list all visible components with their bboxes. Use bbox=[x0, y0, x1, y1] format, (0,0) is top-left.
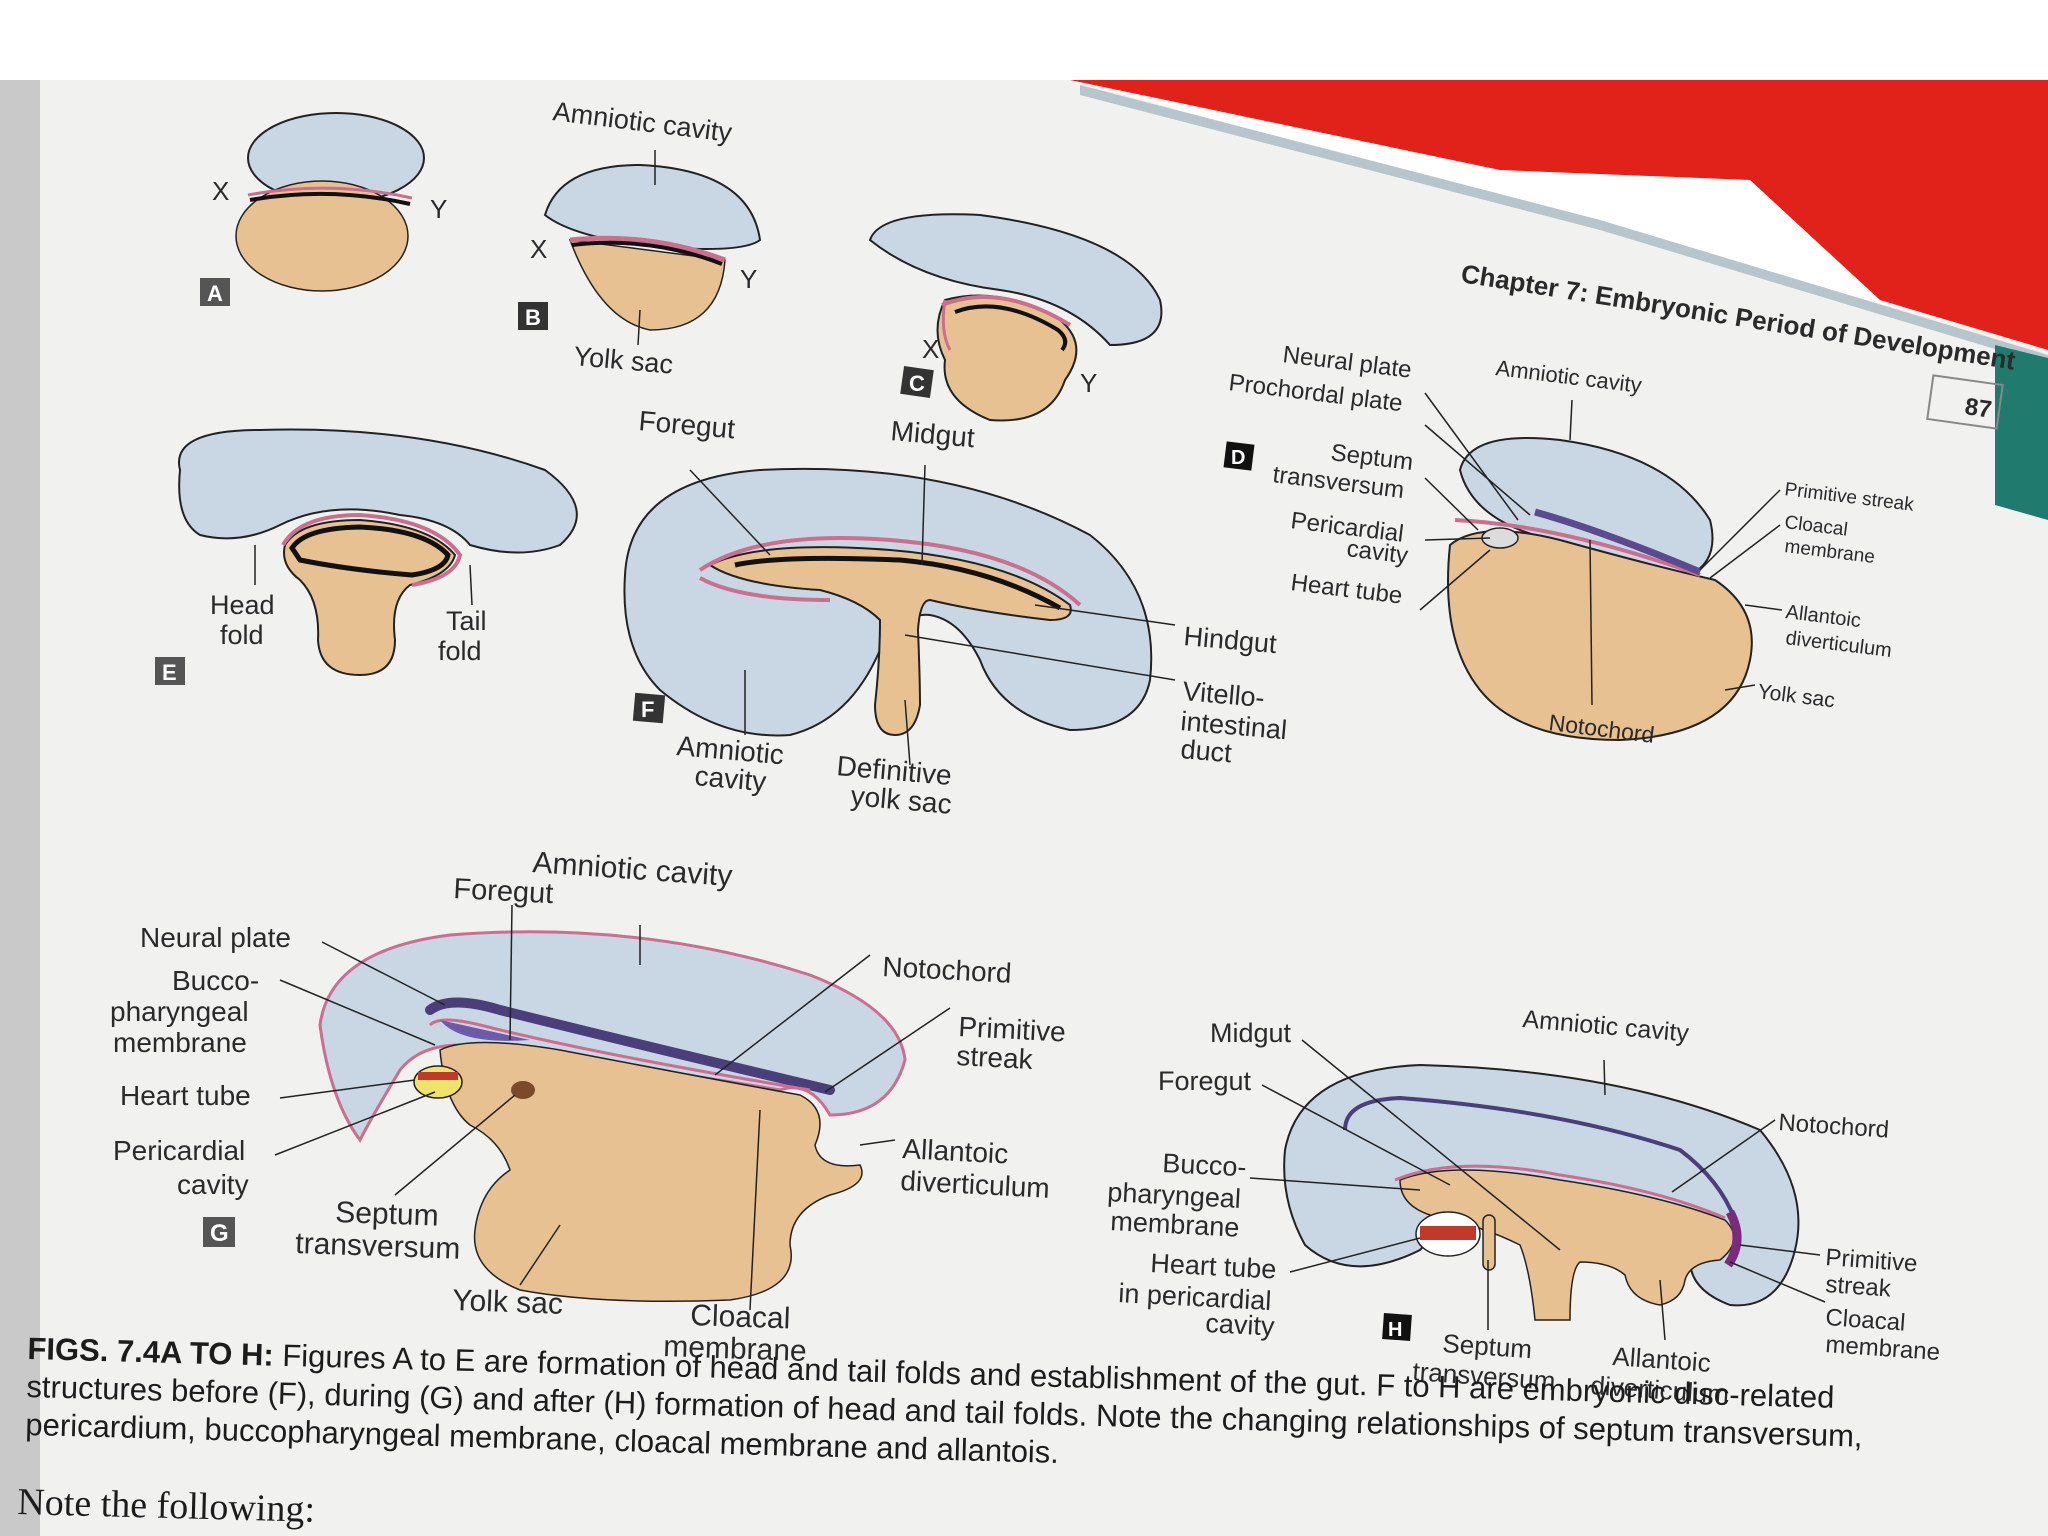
svg-text:Tail: Tail bbox=[446, 606, 487, 636]
svg-text:duct: duct bbox=[1179, 734, 1233, 768]
svg-text:pharyngeal: pharyngeal bbox=[110, 996, 249, 1027]
note-heading: Note the following: bbox=[16, 1480, 316, 1531]
panel-letter-f: F bbox=[641, 697, 654, 722]
panel-letter-g: G bbox=[210, 1220, 229, 1247]
panel-e: Head fold Tail fold E bbox=[155, 428, 578, 685]
svg-text:Foregut: Foregut bbox=[1158, 1066, 1252, 1096]
svg-text:fold: fold bbox=[438, 636, 482, 666]
svg-text:streak: streak bbox=[1825, 1271, 1893, 1303]
svg-text:Y: Y bbox=[1080, 368, 1097, 398]
svg-text:Y: Y bbox=[430, 194, 447, 224]
svg-text:membrane: membrane bbox=[663, 1330, 807, 1368]
svg-text:transversum: transversum bbox=[295, 1227, 461, 1266]
panel-g: Amniotic cavity Foregut Neural plate Buc… bbox=[110, 846, 1067, 1368]
svg-text:cavity: cavity bbox=[177, 1169, 249, 1200]
book-edge bbox=[0, 80, 45, 1536]
svg-text:Cloacal: Cloacal bbox=[1825, 1304, 1907, 1337]
svg-text:Pericardial: Pericardial bbox=[113, 1135, 245, 1166]
panel-d: Neural plate Prochordal plate Septum tra… bbox=[1223, 341, 1915, 748]
svg-text:Neural plate: Neural plate bbox=[140, 922, 291, 953]
svg-text:Cloacal: Cloacal bbox=[690, 1299, 791, 1335]
svg-text:cavity: cavity bbox=[693, 760, 767, 797]
svg-text:Septum: Septum bbox=[335, 1196, 439, 1233]
svg-text:cavity: cavity bbox=[1205, 1308, 1276, 1342]
panel-letter-b: B bbox=[525, 305, 541, 330]
svg-text:Primitive: Primitive bbox=[958, 1011, 1067, 1048]
svg-text:Foregut: Foregut bbox=[453, 873, 554, 910]
svg-text:membrane: membrane bbox=[113, 1027, 247, 1058]
panel-letter-d: D bbox=[1231, 447, 1245, 469]
svg-text:Head: Head bbox=[210, 590, 275, 620]
panel-letter-c: C bbox=[909, 371, 925, 396]
red-fabric bbox=[1070, 80, 2048, 350]
svg-text:Yolk sac: Yolk sac bbox=[452, 1284, 564, 1321]
svg-text:Primitive: Primitive bbox=[1825, 1244, 1919, 1277]
panel-letter-a: A bbox=[207, 281, 223, 306]
svg-text:pharyngeal: pharyngeal bbox=[1107, 1177, 1242, 1214]
svg-text:Midgut: Midgut bbox=[889, 415, 976, 453]
page-number: 87 bbox=[1963, 393, 1993, 423]
panel-letter-e: E bbox=[162, 660, 177, 685]
panel-letter-h: H bbox=[1388, 1319, 1402, 1341]
svg-text:Midgut: Midgut bbox=[1210, 1018, 1292, 1048]
panel-a: X Y A bbox=[200, 112, 447, 306]
svg-text:Heart tube: Heart tube bbox=[120, 1080, 251, 1111]
svg-text:streak: streak bbox=[956, 1040, 1035, 1075]
svg-text:Heart tube: Heart tube bbox=[1150, 1248, 1277, 1285]
svg-text:Y: Y bbox=[740, 264, 757, 294]
svg-text:Bucco-: Bucco- bbox=[172, 965, 259, 996]
caption-title: FIGS. 7.4A TO H: bbox=[27, 1330, 275, 1373]
panel-f: Foregut Midgut Hindgut Vitello- intestin… bbox=[623, 405, 1288, 820]
svg-text:membrane: membrane bbox=[1110, 1206, 1240, 1243]
svg-text:X: X bbox=[212, 176, 229, 206]
svg-text:Vitello-: Vitello- bbox=[1181, 676, 1265, 713]
svg-text:fold: fold bbox=[220, 620, 264, 650]
svg-text:Allantoic: Allantoic bbox=[902, 1133, 1009, 1169]
svg-text:Septum: Septum bbox=[1442, 1328, 1533, 1364]
teal-edge-tab bbox=[1995, 345, 2048, 520]
svg-text:Notochord: Notochord bbox=[882, 951, 1013, 989]
panel-c: X Y C bbox=[868, 213, 1163, 422]
svg-text:Bucco-: Bucco- bbox=[1162, 1148, 1248, 1182]
svg-text:X: X bbox=[530, 234, 547, 264]
svg-text:X: X bbox=[922, 334, 939, 364]
svg-text:Allantoic: Allantoic bbox=[1612, 1341, 1712, 1378]
